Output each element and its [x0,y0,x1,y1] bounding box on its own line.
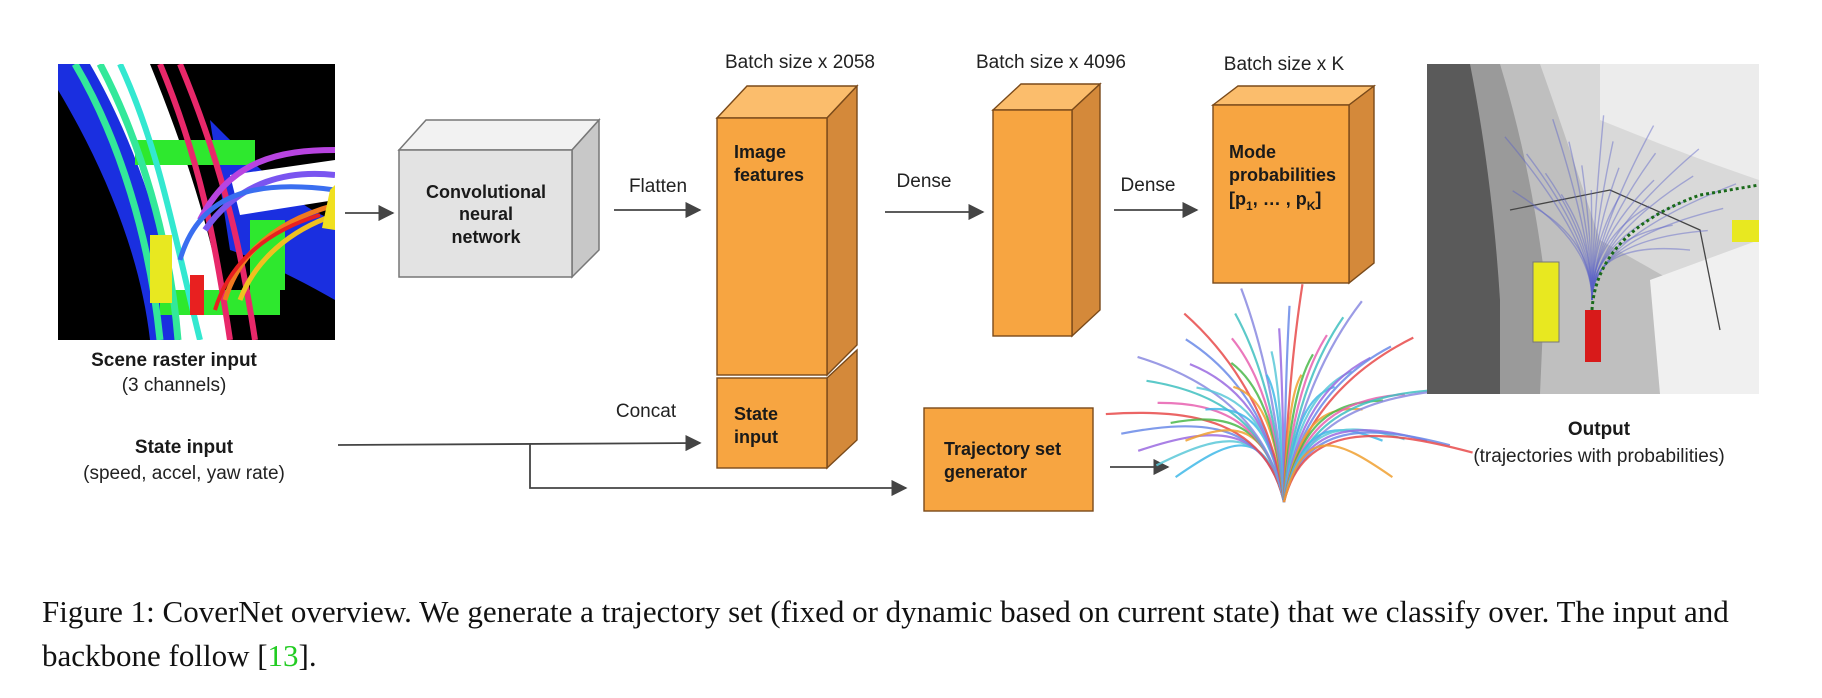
map-trajectory-curve [1581,165,1593,301]
concat-arrow [337,434,702,452]
map-trajectory-curve [1591,125,1655,301]
map-trajectory-curve [1591,115,1605,301]
scene-raster-subtitle: (3 channels) [122,375,227,396]
map-trajectory-curve [1590,189,1593,301]
state-box-label-1: State [734,404,778,424]
map-trajectory-curve [1591,179,1655,301]
trajectory-curve [1282,434,1473,503]
map-trajectory-curve [1552,118,1593,301]
map-trajectory-curve [1591,193,1622,301]
state-input-title: State input [135,437,234,458]
map-trajectory-curve [1591,247,1691,301]
dense-label-1: Dense [897,171,952,192]
map-trajectory-curve [1568,141,1593,301]
state-to-generator-arrow [529,444,908,497]
map-trajectory-curve [1512,190,1593,301]
trajectory-curve [1282,336,1414,503]
trajectory-generator-label-2: generator [944,462,1027,482]
output-title: Output [1568,419,1631,440]
dense-4096-box [991,82,1102,338]
image-features-box [715,84,859,377]
output-map-image [1427,64,1759,394]
dense-label-2: Dense [1121,175,1176,196]
map-trajectory-curve [1544,172,1593,301]
map-trajectory-curve [1560,193,1593,301]
trajectory-curve [1105,411,1286,503]
mode-probabilities-formula: [p1, … , pK] [1229,189,1321,213]
cnn-label-line-2: neural [459,204,513,224]
map-trajectory-curve [1591,229,1708,301]
cnn-box [397,118,601,279]
trajectory-curve [1137,355,1286,503]
map-trajectory-curve [1591,167,1620,301]
image-features-label-2: features [734,165,804,185]
map-trajectory-curve [1591,175,1694,301]
map-trajectory-curve [1533,206,1593,301]
map-trajectory-curve [1591,152,1657,301]
batch-label-dense: Batch size x 4096 [976,52,1126,73]
covernet-diagram: Scene raster input (3 channels) Convolut… [58,52,1759,512]
batch-label-modes: Batch size x K [1224,54,1345,75]
map-trajectory-curve [1591,183,1737,301]
mode-probabilities-label-2: probabilities [1229,165,1336,185]
batch-label-features: Batch size x 2058 [725,52,875,73]
map-trajectory-curve [1591,207,1724,301]
caption-reference-link[interactable]: 13 [267,638,299,673]
cnn-label-line-1: Convolutional [426,182,546,202]
map-trajectory-curve [1526,153,1593,301]
figure-caption: Figure 1: CoverNet overview. We generate… [42,590,1792,678]
flatten-label: Flatten [629,176,687,197]
map-trajectory-curve [1591,148,1700,301]
trajectory-curve [1121,425,1286,503]
scene-raster-image [58,64,335,340]
caption-text-end: ]. [298,638,317,673]
scene-raster-title: Scene raster input [91,350,257,371]
state-input-subtitle: (speed, accel, yaw rate) [83,463,285,484]
trajectory-generator-label-1: Trajectory set [944,439,1061,459]
output-subtitle: (trajectories with probabilities) [1473,446,1724,467]
caption-text: Figure 1: CoverNet overview. We generate… [42,594,1729,673]
cnn-label-line-3: network [451,227,521,247]
state-input-box [716,348,858,470]
mode-probabilities-box [1210,84,1377,285]
map-trajectory-curve [1504,136,1593,301]
map-trajectory-curve [1591,205,1650,301]
concat-label: Concat [616,401,677,422]
trajectory-set-image [1105,284,1473,503]
image-features-label-1: Image [734,142,786,162]
trajectory-generator-box [923,407,1094,512]
state-box-label-2: input [734,427,778,447]
mode-probabilities-label-1: Mode [1229,142,1276,162]
map-trajectory-curve [1591,141,1614,301]
trajectory-curve [1282,444,1394,503]
